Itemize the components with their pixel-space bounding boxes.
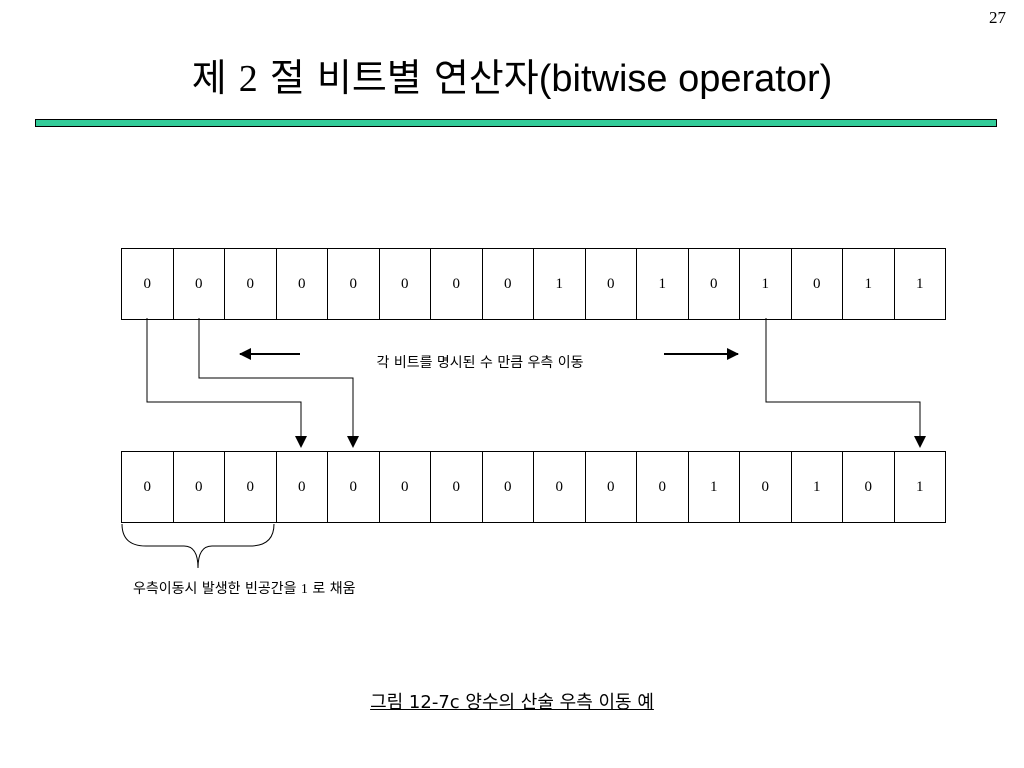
fill-caption: 우측이동시 발생한 빈공간을 1 로 채움 [133, 578, 355, 598]
fill-brace [121, 523, 275, 569]
bit-cell: 0 [586, 452, 637, 522]
bit-cell: 0 [380, 249, 431, 319]
title-english: (bitwise operator) [538, 58, 833, 100]
bit-cell: 0 [792, 249, 843, 319]
bit-cell: 1 [843, 249, 895, 319]
connector-bit0 [146, 318, 307, 448]
connector-bit1 [198, 318, 359, 448]
bit-cell: 0 [225, 452, 277, 522]
bit-cell: 0 [483, 452, 534, 522]
bit-cell: 1 [916, 478, 924, 495]
bit-cell: 1 [792, 452, 843, 522]
bit-cell: 0 [534, 452, 586, 522]
bit-cell: 0 [431, 249, 483, 319]
bit-cell: 0 [328, 452, 380, 522]
bit-cell: 1 [916, 275, 924, 292]
bit-cell: 0 [328, 249, 380, 319]
bit-cell: 0 [380, 452, 431, 522]
title-section-number: 2 [238, 58, 258, 100]
bit-cell: 0 [586, 249, 637, 319]
bit-cell: 1 [534, 249, 586, 319]
bit-cell: 0 [277, 452, 328, 522]
bit-cell: 0 [637, 452, 689, 522]
fill-caption-after: 로 채움 [307, 581, 356, 597]
title-divider-bar [35, 119, 997, 127]
bit-cell: 0 [740, 452, 792, 522]
bit-cell: 0 [174, 452, 225, 522]
bit-cell: 0 [122, 452, 174, 522]
bit-cell: 1 [740, 249, 792, 319]
title-prefix: 제 [191, 56, 239, 100]
bit-cell: 0 [277, 249, 328, 319]
bit-cell: 0 [483, 249, 534, 319]
fill-caption-before: 우측이동시 발생한 빈공간을 [133, 581, 301, 597]
slide-title: 제 2 절 비트별 연산자(bitwise operator) [0, 50, 1024, 107]
figure-caption: 그림 12-7c 양수의 산술 우측 이동 예 [0, 688, 1024, 714]
bit-cell: 1 [637, 249, 689, 319]
figure-caption-text: 그림 12-7c 양수의 산술 우측 이동 예 [370, 692, 654, 713]
fill-caption-number: 1 [300, 582, 308, 597]
bit-cell: 0 [225, 249, 277, 319]
bit-cell: 0 [843, 452, 895, 522]
bit-cell: 0 [689, 249, 740, 319]
connector-bit12 [765, 318, 926, 448]
bit-cell: 0 [431, 452, 483, 522]
title-korean: 절 비트별 연산자 [257, 56, 539, 100]
bit-cell: 0 [122, 249, 174, 319]
shift-caption: 각 비트를 명시된 수 만큼 우측 이동 [376, 355, 584, 371]
bit-cell: 1 [689, 452, 740, 522]
page-number: 27 [989, 8, 1006, 27]
bit-cell: 0 [174, 249, 225, 319]
